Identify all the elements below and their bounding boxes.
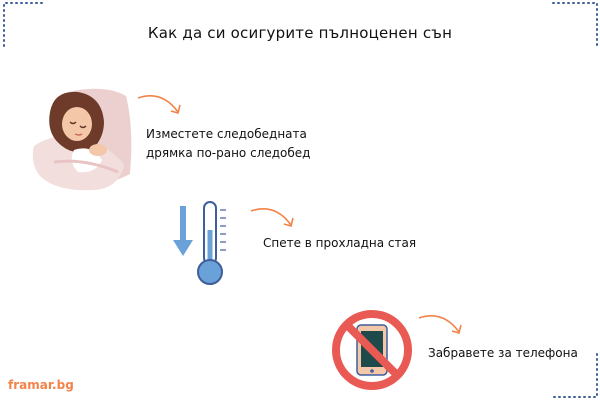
sleeping-woman-icon [32,88,132,191]
tip-text-cool-room: Спете в прохладна стая [263,236,417,250]
curved-arrow-icon [418,315,462,334]
curved-arrow-icon [137,95,181,114]
tip-text-phone: Забравете за телефона [428,346,578,360]
frame-corner-top-right [552,2,598,47]
brand-logo: framar.bg [8,378,74,392]
tip-text-nap: Изместете следобедната дрямка по-рано сл… [146,127,311,160]
frame-corner-top-left [3,2,47,47]
frame-corner-bottom-right [552,353,598,398]
no-phone-icon [332,310,412,390]
thermometer-icon [173,201,226,285]
page-title: Как да си осигурите пълноценен сън [147,24,453,42]
curved-arrow-icon [250,208,294,227]
